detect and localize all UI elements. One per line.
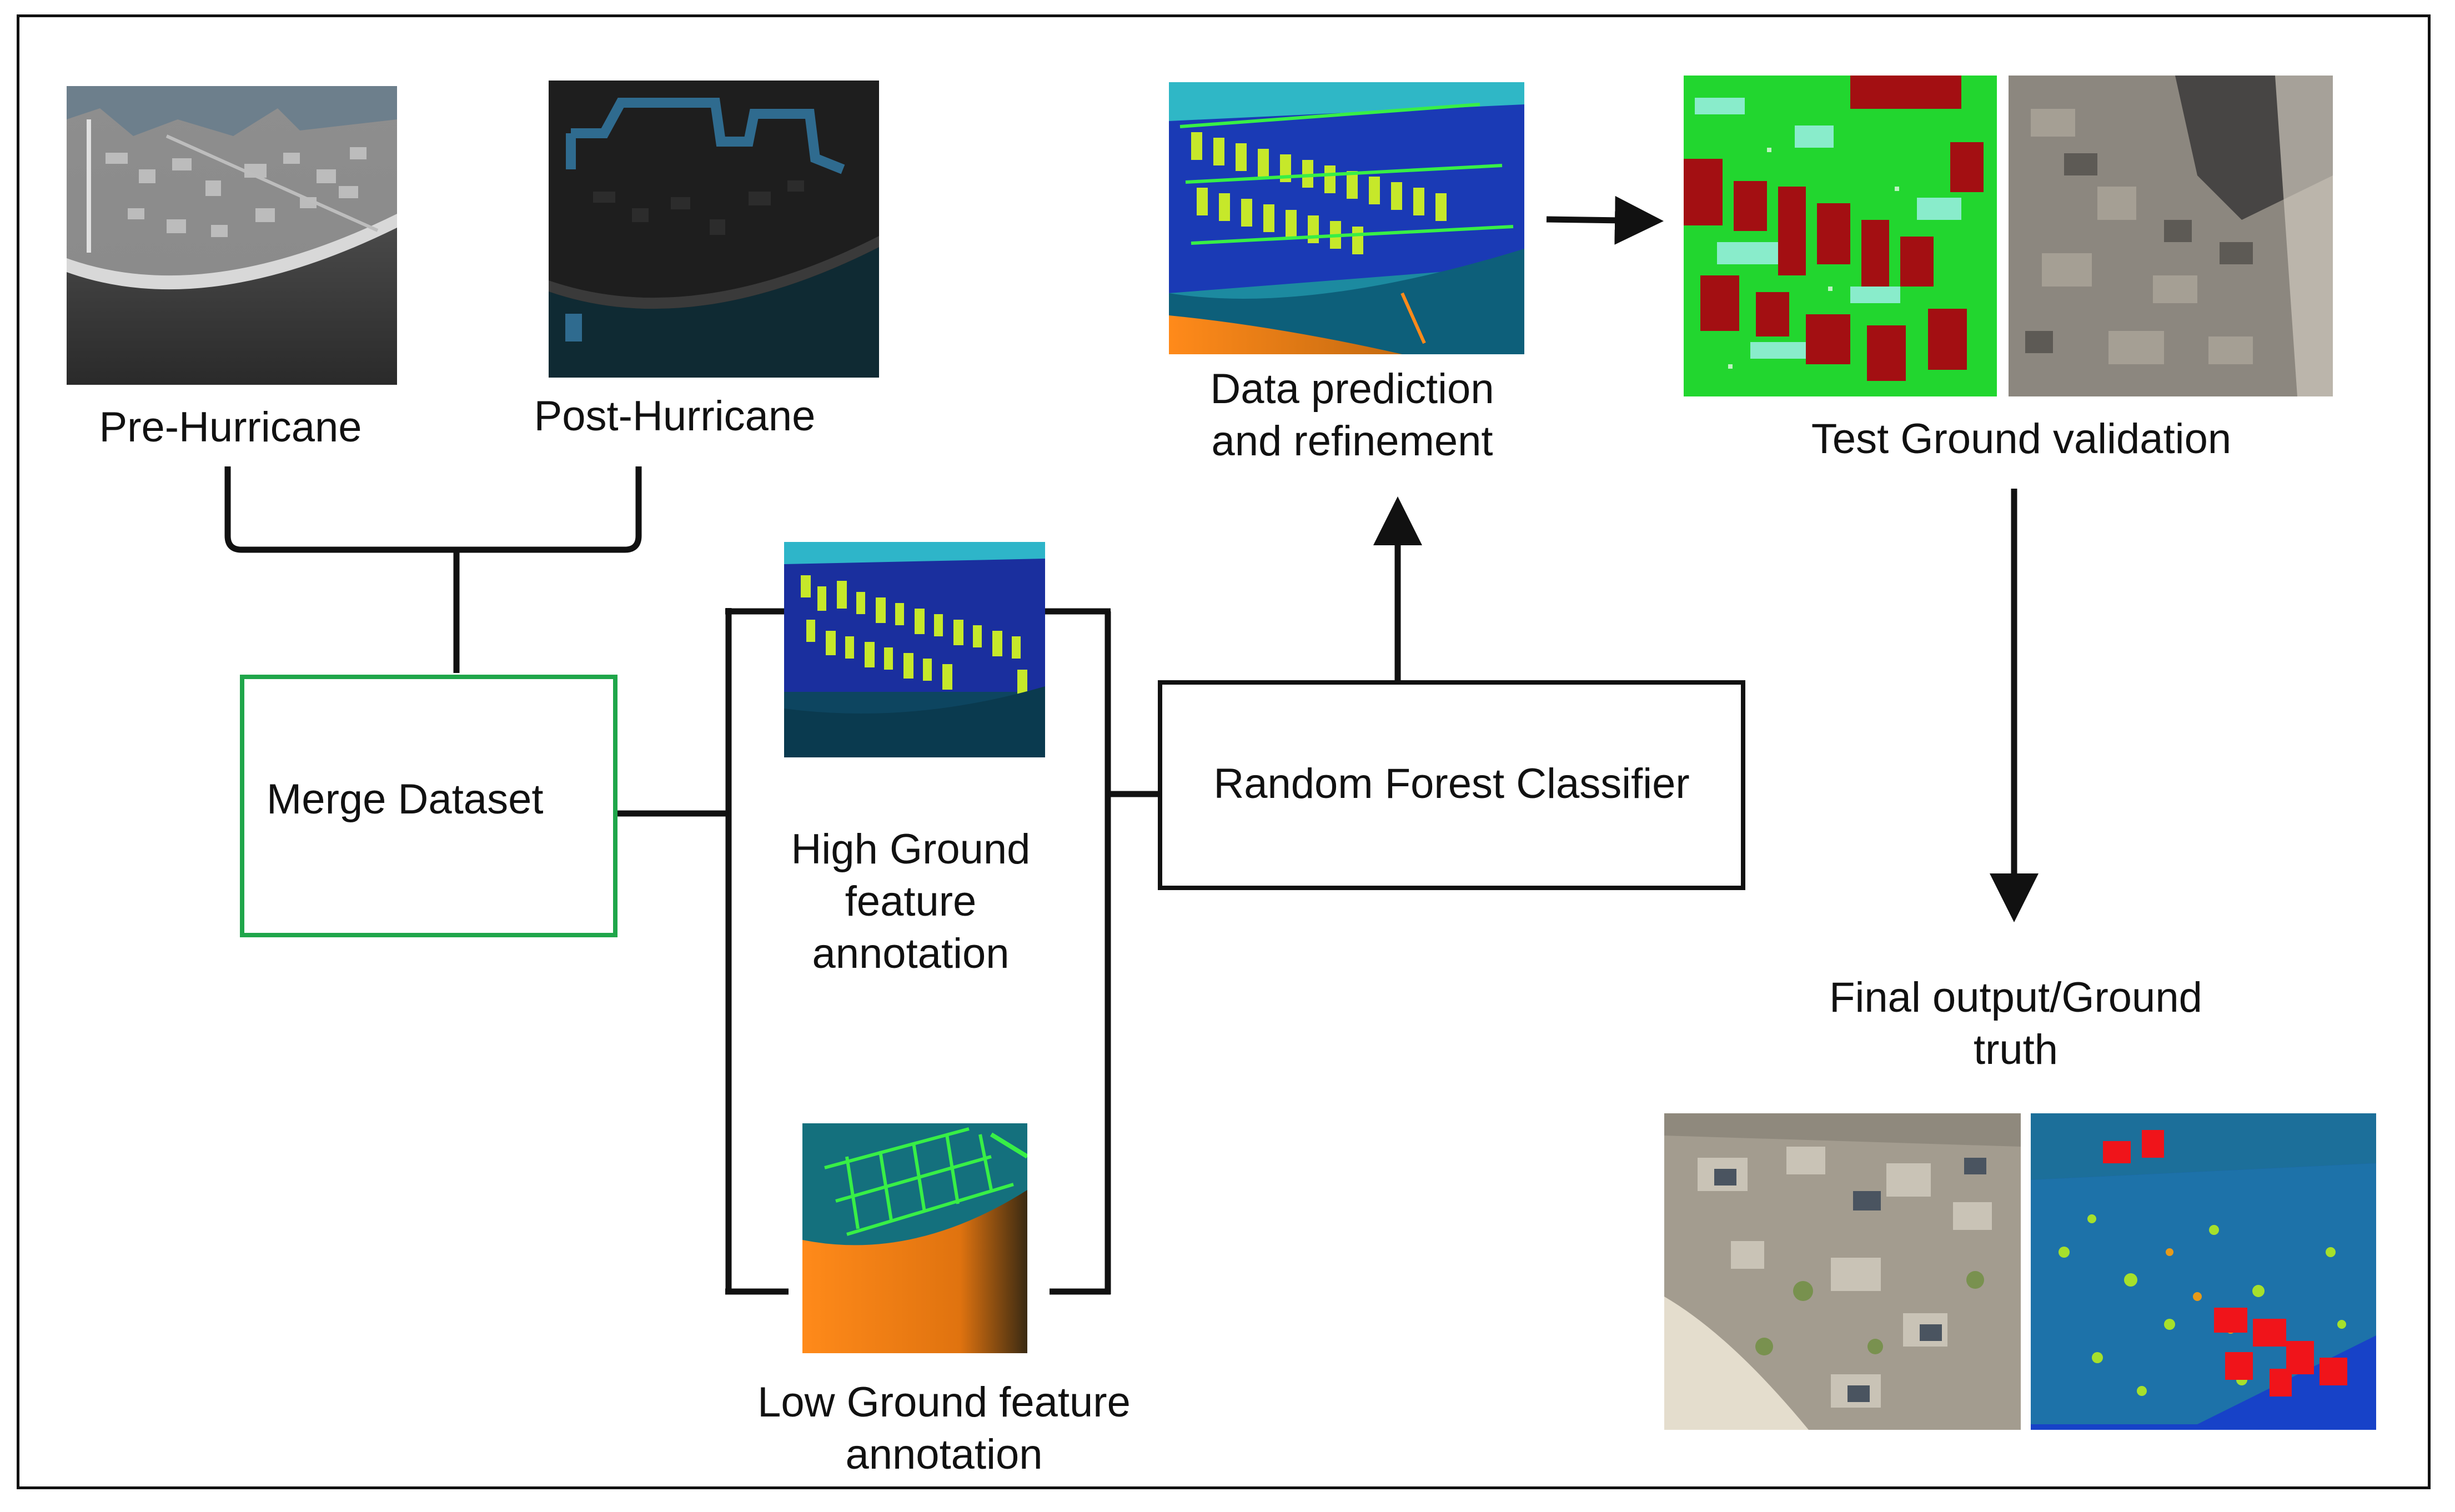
post-hurricane-label: Post-Hurricane bbox=[534, 393, 816, 440]
test-ground-label: Test Ground validation bbox=[1811, 415, 2232, 463]
post-hurricane-image bbox=[549, 81, 879, 378]
final-classified-image bbox=[2031, 1113, 2376, 1430]
prediction-label-line1: Data prediction bbox=[1210, 365, 1494, 413]
validation-aerial-image bbox=[2009, 76, 2333, 396]
prediction-to-validation-arrow bbox=[1546, 195, 1664, 245]
low-ground-annotation-image bbox=[802, 1123, 1027, 1353]
merge-dataset-box bbox=[240, 675, 617, 937]
low-ground-label-line2: annotation bbox=[845, 1431, 1043, 1478]
final-aerial-image bbox=[1664, 1113, 2021, 1430]
high-ground-label-line1: High Ground bbox=[791, 826, 1031, 873]
low-ground-label-line1: Low Ground feature bbox=[757, 1379, 1131, 1426]
data-prediction-image bbox=[1169, 82, 1524, 354]
classifier-label: Random Forest Classifier bbox=[1213, 760, 1690, 807]
merge-dataset-label: Merge Dataset bbox=[267, 776, 544, 823]
pre-hurricane-image bbox=[67, 86, 397, 385]
validation-classified-image bbox=[1684, 76, 1997, 396]
prediction-label-line2: and refinement bbox=[1211, 418, 1493, 465]
high-ground-annotation-image bbox=[784, 542, 1045, 757]
pre-post-bracket bbox=[224, 466, 642, 553]
high-ground-label-line3: annotation bbox=[812, 930, 1010, 977]
random-forest-classifier-box bbox=[1158, 680, 1745, 890]
final-label-line2: truth bbox=[1973, 1026, 2059, 1073]
figure-frame bbox=[17, 14, 2431, 1489]
high-ground-label-line2: feature bbox=[845, 878, 977, 925]
final-label-line1: Final output/Ground bbox=[1829, 974, 2202, 1021]
pre-hurricane-label: Pre-Hurricane bbox=[99, 404, 362, 451]
